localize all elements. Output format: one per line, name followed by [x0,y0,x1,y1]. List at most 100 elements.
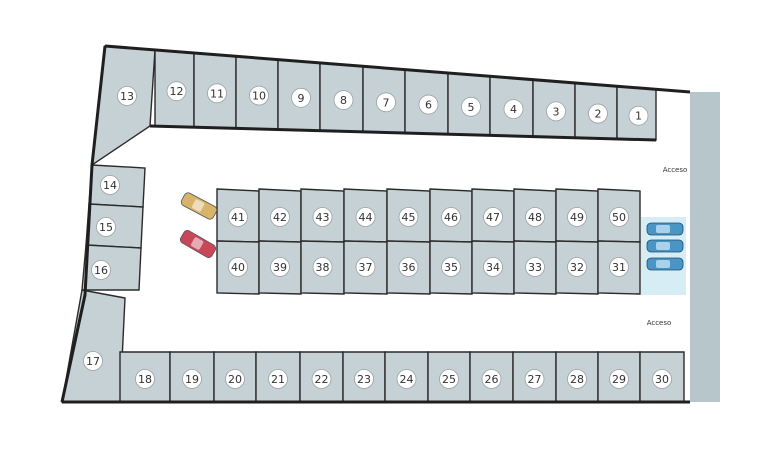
parking-space-39[interactable]: 39 [258,240,302,295]
parking-space-37[interactable]: 37 [343,240,388,295]
parking-space-6[interactable]: 6 [404,68,449,135]
space-number-badge [355,257,376,277]
parking-space-27[interactable]: 27 [512,351,557,403]
space-number: 15 [99,221,113,234]
parking-space-4[interactable]: 4 [489,75,534,138]
space-number: 7 [383,96,390,109]
parking-space-18[interactable]: 18 [119,351,171,403]
space-number: 2 [595,108,602,121]
parking-space-42[interactable]: 42 [258,188,302,243]
parking-space-23[interactable]: 23 [342,351,386,403]
parking-space-45[interactable]: 45 [386,188,431,243]
space-number-badge [503,99,524,119]
space-number-badge [270,207,290,227]
space-number: 42 [273,211,287,224]
space-number: 45 [402,211,416,224]
parking-space-14[interactable]: 14 [88,164,146,208]
space-outline [81,244,142,291]
parking-space-3[interactable]: 3 [532,78,576,139]
space-number: 1 [635,110,642,123]
space-number-badge [525,257,545,277]
space-number: 43 [316,211,330,224]
parking-space-7[interactable]: 7 [362,65,406,134]
parking-space-21[interactable]: 21 [255,351,301,403]
motorcycle-icon [646,239,684,253]
access-road-strip [690,92,720,402]
space-number-badge [83,351,103,371]
parking-space-50[interactable]: 50 [597,188,641,243]
parking-space-22[interactable]: 22 [299,351,344,403]
parking-space-17[interactable]: 17 [61,289,126,403]
parking-space-30[interactable]: 30 [639,351,685,403]
parking-space-5[interactable]: 5 [447,72,491,137]
space-number-badge [333,90,354,110]
space-number-badge [609,257,629,277]
parking-space-20[interactable]: 20 [213,351,257,403]
parking-space-31[interactable]: 31 [597,240,641,295]
parking-space-38[interactable]: 38 [300,240,345,295]
motorcycle-seat [656,260,670,268]
parking-space-48[interactable]: 48 [513,188,557,243]
space-outline [61,289,126,403]
parking-space-40[interactable]: 40 [216,240,260,295]
parking-space-9[interactable]: 9 [277,58,321,132]
space-number: 12 [170,85,184,98]
space-number-badge [461,96,481,117]
space-number: 20 [228,373,242,386]
space-number: 6 [425,99,432,112]
parking-space-11[interactable]: 11 [193,52,237,130]
space-number-badge [567,369,587,389]
space-number-badge [117,86,137,106]
parking-space-26[interactable]: 26 [469,351,514,403]
parking-space-8[interactable]: 8 [319,62,364,133]
motorcycle-seat [656,242,670,250]
space-number: 4 [510,103,517,116]
space-number-badge [376,92,396,113]
parking-space-29[interactable]: 29 [597,351,641,403]
parking-space-19[interactable]: 19 [169,351,215,403]
space-number: 30 [655,373,669,386]
space-number-badge [135,369,155,389]
parking-space-10[interactable]: 10 [235,55,279,131]
space-number-badge [100,175,120,195]
parking-space-28[interactable]: 28 [555,351,599,403]
entrance-label-top: Acceso [663,166,688,174]
parking-space-2[interactable]: 2 [574,82,618,140]
parking-space-33[interactable]: 33 [513,240,557,295]
parking-space-46[interactable]: 46 [429,188,473,243]
parking-space-35[interactable]: 35 [429,240,473,295]
space-number-badge [91,260,111,280]
parking-space-1[interactable]: 1 [616,85,657,141]
space-number: 24 [400,373,414,386]
parking-space-25[interactable]: 25 [427,351,471,403]
space-number: 29 [612,373,626,386]
space-number-badge [628,105,649,126]
parking-space-24[interactable]: 24 [384,351,429,403]
parking-space-44[interactable]: 44 [343,188,388,243]
parking-space-12[interactable]: 12 [154,49,195,128]
parking-space-32[interactable]: 32 [555,240,599,295]
parking-space-36[interactable]: 36 [386,240,431,295]
space-number-badge [398,257,419,277]
motorcycles [646,222,684,271]
space-number: 40 [231,261,245,274]
space-number: 47 [486,211,500,224]
space-number: 39 [273,261,287,274]
space-number: 41 [231,211,245,224]
parking-space-34[interactable]: 34 [471,240,515,295]
space-number: 21 [271,373,285,386]
space-number-badge [291,87,311,108]
space-number-badge [249,85,269,106]
space-number: 46 [444,211,458,224]
parking-space-13[interactable]: 13 [91,45,156,167]
parking-space-43[interactable]: 43 [300,188,345,243]
parking-space-16[interactable]: 16 [81,244,142,291]
parking-space-49[interactable]: 49 [555,188,599,243]
space-number: 16 [94,264,108,277]
space-number: 5 [468,101,475,114]
space-number-badge [182,369,202,389]
parking-space-47[interactable]: 47 [471,188,515,243]
space-number: 49 [570,211,584,224]
parking-space-41[interactable]: 41 [216,188,260,243]
parking-space-15[interactable]: 15 [85,203,144,249]
